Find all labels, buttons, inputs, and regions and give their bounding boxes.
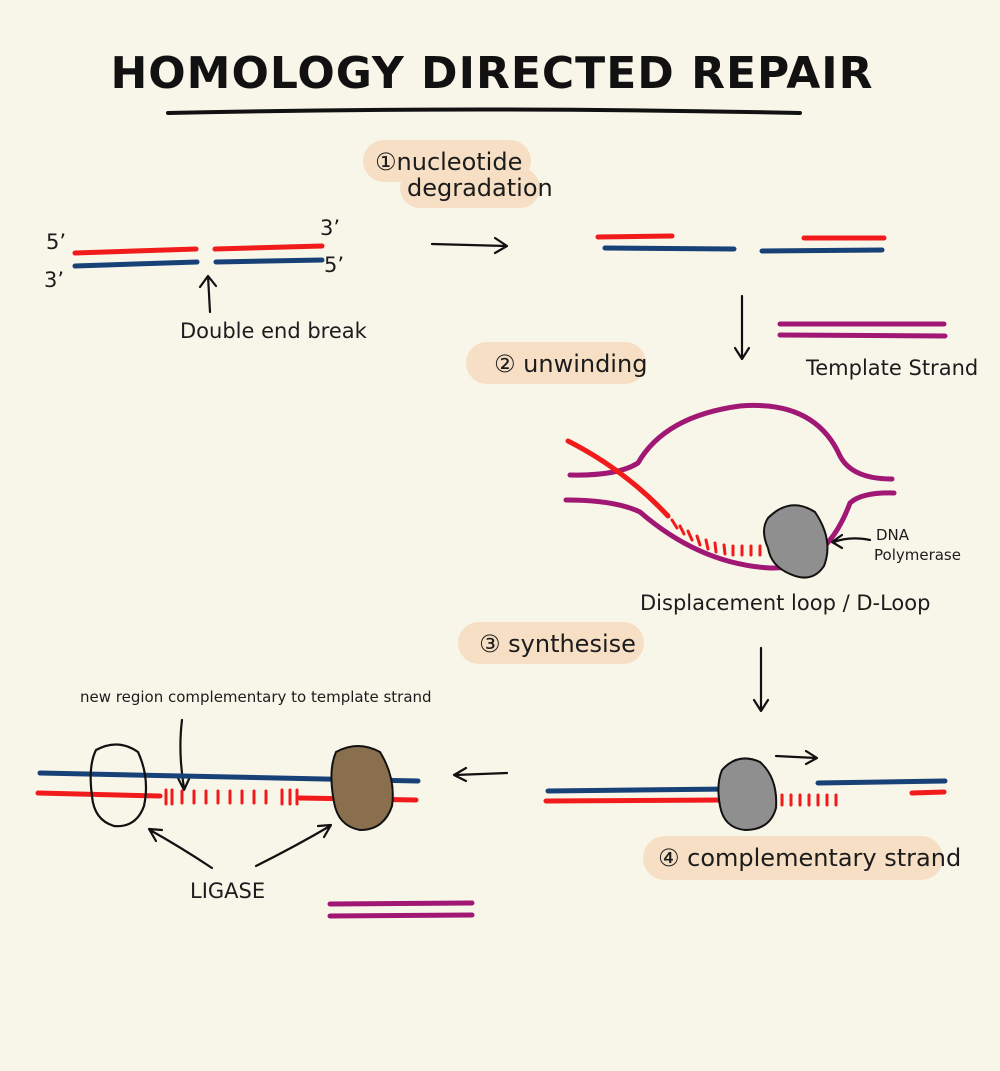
- step-3-pill: [458, 622, 644, 664]
- label-5prime-right: 5’: [324, 253, 344, 277]
- polymerase-arrow: [830, 533, 872, 550]
- template-strand-label: Template Strand: [805, 356, 978, 380]
- arrow-step3: [752, 646, 770, 713]
- synthesis-dna: [543, 749, 948, 832]
- ligase-label: LIGASE: [190, 879, 265, 903]
- label-3prime-left: 3’: [44, 268, 64, 292]
- arrow-step2: [733, 294, 751, 361]
- ligase-arrow-left: [147, 827, 214, 870]
- template-strand-released: [327, 900, 475, 919]
- ligase-arrow-right: [254, 823, 333, 868]
- step-1-label: ①nucleotide degradation: [363, 140, 553, 208]
- break-arrow: [198, 274, 218, 314]
- arrow-step4: [452, 766, 509, 783]
- new-region-label: new region complementary to template str…: [80, 688, 432, 706]
- ligase-filled: [330, 745, 394, 832]
- arrow-step1: [430, 236, 509, 255]
- step-4-pill: [643, 836, 943, 880]
- dna-polymerase-label-1: DNA: [876, 526, 910, 544]
- diagram-title: HOMOLOGY DIRECTED REPAIR: [110, 48, 873, 99]
- step-3-label: ③ synthesise: [479, 630, 636, 658]
- d-loop: [563, 402, 897, 579]
- ligase-outline: [89, 743, 148, 828]
- step-2-pill: [466, 342, 646, 384]
- repair-ticks: [164, 788, 299, 806]
- double-end-break-label: Double end break: [180, 319, 368, 343]
- title-underline: [166, 107, 802, 115]
- step-2-label: ② unwinding: [494, 350, 647, 378]
- template-strand-pair: [777, 321, 948, 339]
- movement-arrow: [774, 749, 819, 766]
- label-3prime-right: 3’: [320, 216, 340, 240]
- svg-text:①nucleotide: ①nucleotide: [375, 148, 522, 176]
- d-loop-label: Displacement loop / D-Loop: [640, 591, 930, 615]
- degraded-dna: [595, 233, 887, 254]
- dna-polymerase-shape: [763, 504, 829, 579]
- dna-polymerase-label-2: Polymerase: [874, 546, 961, 564]
- new-region-pointer: [176, 718, 191, 792]
- svg-text:degradation: degradation: [407, 174, 553, 202]
- step-4-label: ④ complementary strand: [658, 844, 961, 872]
- d-loop-synthesis-ticks: [670, 518, 762, 557]
- broken-dna: [72, 243, 325, 269]
- dna-polymerase-moving: [717, 757, 778, 832]
- label-5prime-left: 5’: [46, 230, 66, 254]
- repaired-dna: [35, 743, 421, 832]
